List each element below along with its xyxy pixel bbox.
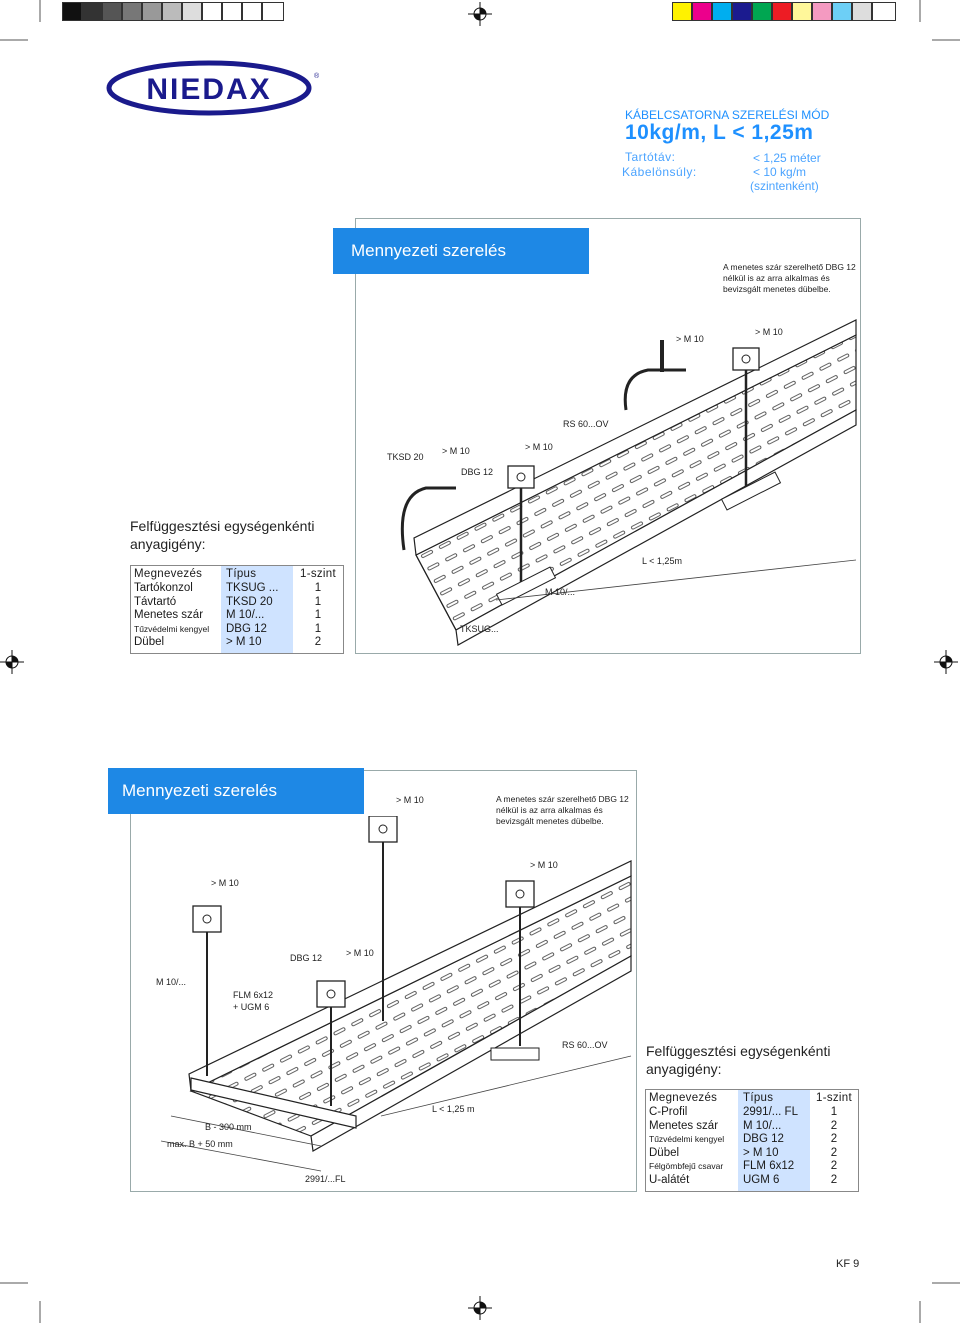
s2-label-profile: 2991/...FL bbox=[305, 1174, 346, 1184]
s2-label-length: L < 1,25 m bbox=[432, 1104, 475, 1114]
s1-row3-count: 1 bbox=[314, 609, 322, 621]
s2-label-bmax: max. B + 50 mm bbox=[167, 1139, 233, 1149]
page-number: KF 9 bbox=[836, 1258, 860, 1270]
weight-value: < 10 kg/m bbox=[753, 165, 807, 179]
section1-drawing-frame bbox=[355, 218, 861, 654]
s2-material-table: Megnevezés C-Profil Menetes szár Tűzvéde… bbox=[645, 1089, 859, 1192]
s2-label-m10-right: > M 10 bbox=[530, 860, 558, 870]
s1-row1-count: 1 bbox=[314, 582, 322, 594]
s1-row2-name: Távtartó bbox=[134, 595, 177, 608]
s2-header-name: Megnevezés bbox=[649, 1092, 718, 1104]
s1-row4-type: DBG 12 bbox=[226, 622, 267, 635]
s2-row6-count: 2 bbox=[830, 1173, 838, 1186]
s1-label-m10-d: > M 10 bbox=[525, 442, 553, 452]
s2-row2-type: M 10/... bbox=[743, 1119, 782, 1132]
registration-mark-icon bbox=[468, 2, 492, 26]
s1-label-rs: RS 60...OV bbox=[563, 419, 609, 429]
s1-row3-name: Menetes szár bbox=[134, 609, 204, 621]
section2-tray-drawing bbox=[160, 816, 632, 1172]
svg-text:NIEDAX: NIEDAX bbox=[146, 73, 271, 106]
section1-banner: Mennyezeti szerelés bbox=[333, 228, 589, 274]
s2-row4-count: 2 bbox=[830, 1146, 838, 1159]
s2-row1-count: 1 bbox=[830, 1106, 838, 1118]
s1-label-rod: M 10/... bbox=[545, 587, 576, 597]
section1-note: A menetes szár szerelhető DBG 12 nélkül … bbox=[723, 262, 856, 294]
s2-row1-type: 2991/... FL bbox=[743, 1106, 798, 1118]
registration-mark-icon bbox=[0, 650, 24, 674]
span-value: < 1,25 méter bbox=[753, 151, 821, 165]
s2-row6-type: UGM 6 bbox=[743, 1173, 780, 1186]
s2-row3-count: 2 bbox=[830, 1133, 838, 1145]
s1-label-length: L < 1,25m bbox=[642, 556, 682, 566]
s1-row4-count: 1 bbox=[314, 622, 322, 635]
s1-label-m10-c: > M 10 bbox=[442, 446, 470, 456]
s2-row5-name: Félgömbfejű csavar bbox=[649, 1161, 724, 1171]
s1-row2-type: TKSD 20 bbox=[226, 595, 273, 608]
s2-material-title: Felfüggesztési egységenkénti anyagigény: bbox=[646, 1043, 831, 1077]
s1-label-tksd: TKSD 20 bbox=[387, 452, 424, 462]
s1-label-m10-a: > M 10 bbox=[676, 334, 704, 344]
s1-label-tksug: TKSUG... bbox=[460, 624, 499, 634]
svg-text:®: ® bbox=[314, 72, 320, 80]
s2-row1-name: C-Profil bbox=[649, 1106, 688, 1118]
s1-header-count: 1-szint bbox=[300, 568, 336, 580]
s2-header-count: 1-szint bbox=[816, 1092, 852, 1104]
s2-label-ugm: + UGM 6 bbox=[233, 1002, 270, 1012]
s2-row3-name: Tűzvédelmi kengyel bbox=[649, 1134, 725, 1144]
s2-label-m10-mid: > M 10 bbox=[346, 948, 374, 958]
s2-label-rod: M 10/... bbox=[156, 977, 187, 987]
section2-drawing-frame bbox=[130, 770, 637, 1192]
s2-label-m10-left: > M 10 bbox=[211, 878, 239, 888]
registration-mark-icon bbox=[934, 650, 958, 674]
section2-banner: Mennyezeti szerelés bbox=[108, 768, 364, 814]
s2-label-m10-top: > M 10 bbox=[396, 795, 424, 805]
registration-mark-icon bbox=[468, 1296, 492, 1320]
s1-header-name: Megnevezés bbox=[134, 568, 203, 580]
s1-label-dbg: DBG 12 bbox=[461, 467, 494, 477]
s2-label-flm: FLM 6x12 bbox=[233, 990, 274, 1000]
document-category: KÁBELCSATORNA SZERELÉSI MÓD bbox=[625, 108, 830, 122]
s2-row3-type: DBG 12 bbox=[743, 1133, 784, 1145]
s2-row2-count: 2 bbox=[830, 1119, 838, 1132]
s1-material-title: Felfüggesztési egységenkénti anyagigény: bbox=[130, 518, 315, 552]
s1-label-m10-b: > M 10 bbox=[755, 327, 783, 337]
document-title: 10kg/m, L < 1,25m bbox=[625, 121, 814, 144]
s1-row4-name: Tűzvédelmi kengyel bbox=[134, 623, 210, 634]
s1-row1-name: Tartókonzol bbox=[134, 582, 193, 594]
niedax-logo: NIEDAX ® bbox=[104, 60, 324, 116]
section1-tray-drawing bbox=[400, 319, 857, 646]
s2-row5-count: 2 bbox=[830, 1160, 838, 1172]
s2-row4-name: Dübel bbox=[649, 1146, 680, 1159]
s2-label-dbg: DBG 12 bbox=[290, 953, 323, 963]
s1-row3-type: M 10/... bbox=[226, 609, 265, 621]
s2-header-type: Típus bbox=[743, 1092, 774, 1104]
weight-label: Kábelönsúly: bbox=[622, 165, 697, 179]
s2-row2-name: Menetes szár bbox=[649, 1119, 719, 1132]
s1-material-table: Megnevezés Tartókonzol Távtartó Menetes … bbox=[130, 565, 344, 654]
s1-header-type: Típus bbox=[226, 568, 257, 580]
s2-row5-type: FLM 6x12 bbox=[743, 1160, 795, 1172]
s2-row4-type: > M 10 bbox=[743, 1146, 779, 1159]
s1-row2-count: 1 bbox=[314, 595, 322, 608]
weight-note: (szintenként) bbox=[750, 179, 819, 193]
s1-row5-type: > M 10 bbox=[226, 636, 262, 648]
span-label: Tartótáv: bbox=[625, 150, 676, 164]
s1-row1-type: TKSUG ... bbox=[226, 582, 279, 594]
s1-row5-count: 2 bbox=[314, 636, 322, 648]
s2-label-rs: RS 60...OV bbox=[562, 1040, 608, 1050]
s1-row5-name: Dübel bbox=[134, 636, 165, 648]
s2-row6-name: U-alátét bbox=[649, 1173, 690, 1186]
s2-label-b300: B - 300 mm bbox=[205, 1122, 252, 1132]
section2-note: A menetes szár szerelhető DBG 12 nélkül … bbox=[496, 794, 629, 826]
